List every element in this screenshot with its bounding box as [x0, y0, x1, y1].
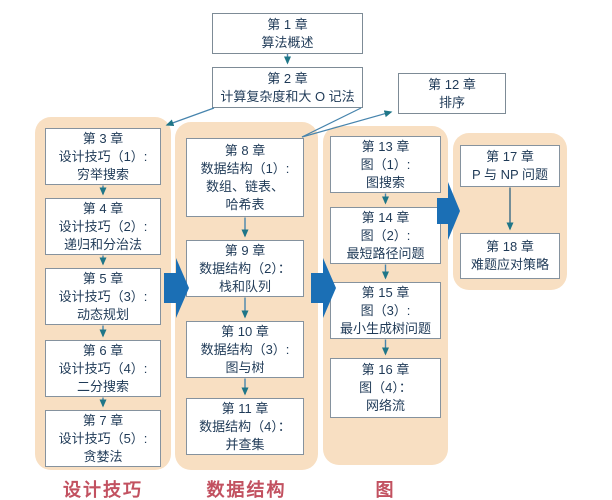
chapter-4-box: 第 4 章 设计技巧（2）: 递归和分治法 — [45, 198, 161, 255]
chapter-line: 第 1 章 — [267, 16, 308, 32]
chapter-line: 第 5 章 — [82, 270, 124, 286]
chapter-line: 第 12 章 — [428, 76, 476, 92]
chapter-line: 第 13 章 — [361, 138, 410, 154]
chapter-line: 第 3 章 — [82, 130, 124, 146]
chapter-6-box: 第 6 章 设计技巧（4）: 二分搜索 — [45, 340, 161, 397]
chapter-line: 设计技巧（4）: — [58, 360, 148, 376]
chapter-line: 最小生成树问题 — [339, 320, 431, 336]
chapter-line: 图搜索 — [365, 174, 405, 190]
chapter-16-box: 第 16 章 图（4）： 网络流 — [330, 358, 441, 418]
chapter-line: 排序 — [438, 94, 465, 110]
chapter-13-box: 第 13 章 图（1）: 图搜索 — [330, 136, 441, 193]
chapter-line: P 与 NP 问题 — [471, 167, 549, 182]
chapter-10-box: 第 10 章 数据结构（3）: 图与树 — [186, 321, 304, 378]
chapter-line: 第 11 章 — [221, 400, 269, 416]
chapter-line: 设计技巧（2）: — [58, 218, 148, 234]
chapter-line: 二分搜索 — [76, 378, 129, 394]
chapter-line: 第 18 章 — [486, 239, 534, 254]
chapter-8-box: 第 8 章 数据结构（1）: 数组、链表、 哈希表 — [186, 138, 304, 217]
chapter-line: 设计技巧（3）: — [58, 288, 148, 304]
chapter-line: 计算复杂度和大 O 记法 — [220, 88, 355, 104]
chapter-7-box: 第 7 章 设计技巧（5）: 贪婪法 — [45, 410, 161, 467]
chapter-3-box: 第 3 章 设计技巧（1）: 穷举搜索 — [45, 128, 161, 185]
chapter-12-box: 第 12 章 排序 — [398, 73, 506, 114]
chapter-line: 图（1）: — [360, 156, 411, 172]
group-label-design-techniques: 设计技巧 — [63, 480, 143, 500]
chapter-line: 图（4）： — [359, 380, 412, 395]
chapter-line: 第 2 章 — [267, 70, 308, 86]
chapter-line: 栈和队列 — [218, 278, 271, 294]
chapter-line: 第 10 章 — [221, 323, 269, 339]
chapter-line: 第 8 章 — [224, 142, 266, 158]
chapter-line: 图（2）: — [360, 227, 411, 243]
chapter-line: 数据结构（4）： — [199, 418, 291, 434]
chapter-18-box: 第 18 章 难题应对策略 — [460, 233, 560, 279]
chapter-line: 网络流 — [365, 398, 405, 413]
group-label-data-structures: 数据结构 — [206, 480, 287, 500]
chapter-17-box: 第 17 章 P 与 NP 问题 — [460, 145, 560, 187]
chapter-line: 第 16 章 — [361, 362, 410, 377]
chapter-9-box: 第 9 章 数据结构（2）： 栈和队列 — [186, 240, 304, 297]
chapter-line: 图（3）: — [360, 302, 411, 318]
chapter-line: 哈希表 — [225, 196, 265, 212]
chapter-line: 算法概述 — [261, 34, 314, 50]
chapter-15-box: 第 15 章 图（3）: 最小生成树问题 — [330, 282, 441, 339]
chapter-11-box: 第 11 章 数据结构（4）： 并查集 — [186, 398, 304, 455]
chapter-line: 数据结构（2）： — [199, 260, 291, 276]
chapter-line: 第 15 章 — [361, 284, 410, 300]
chapter-line: 数据结构（1）: — [200, 160, 290, 176]
chapter-line: 最短路径问题 — [346, 245, 425, 261]
chapter-line: 贪婪法 — [83, 448, 123, 464]
chapter-line: 动态规划 — [76, 306, 129, 322]
chapter-5-box: 第 5 章 设计技巧（3）: 动态规划 — [45, 268, 161, 325]
chapter-line: 第 9 章 — [224, 242, 266, 258]
chapter-line: 设计技巧（5）: — [58, 430, 148, 446]
chapter-line: 第 14 章 — [361, 209, 410, 225]
chapter-14-box: 第 14 章 图（2）: 最短路径问题 — [330, 207, 441, 264]
chapter-1-box: 第 1 章 算法概述 — [212, 13, 363, 54]
chapter-line: 第 17 章 — [486, 149, 534, 164]
chapter-line: 第 6 章 — [82, 342, 124, 358]
chapter-line: 数据结构（3）: — [200, 341, 290, 357]
chapter-line: 难题应对策略 — [470, 257, 549, 272]
chapter-line: 并查集 — [225, 436, 265, 452]
chapter-2-box: 第 2 章 计算复杂度和大 O 记法 — [212, 67, 363, 108]
chapter-line: 递归和分治法 — [63, 236, 142, 252]
chapter-line: 数组、链表、 — [205, 178, 284, 194]
chapter-line: 第 7 章 — [82, 412, 124, 428]
chapter-line: 图与树 — [225, 359, 265, 375]
group-label-graphs: 图 — [375, 480, 396, 500]
chapter-line: 第 4 章 — [82, 200, 124, 216]
chapter-line: 设计技巧（1）: — [58, 148, 148, 164]
chapter-line: 穷举搜索 — [76, 166, 129, 182]
